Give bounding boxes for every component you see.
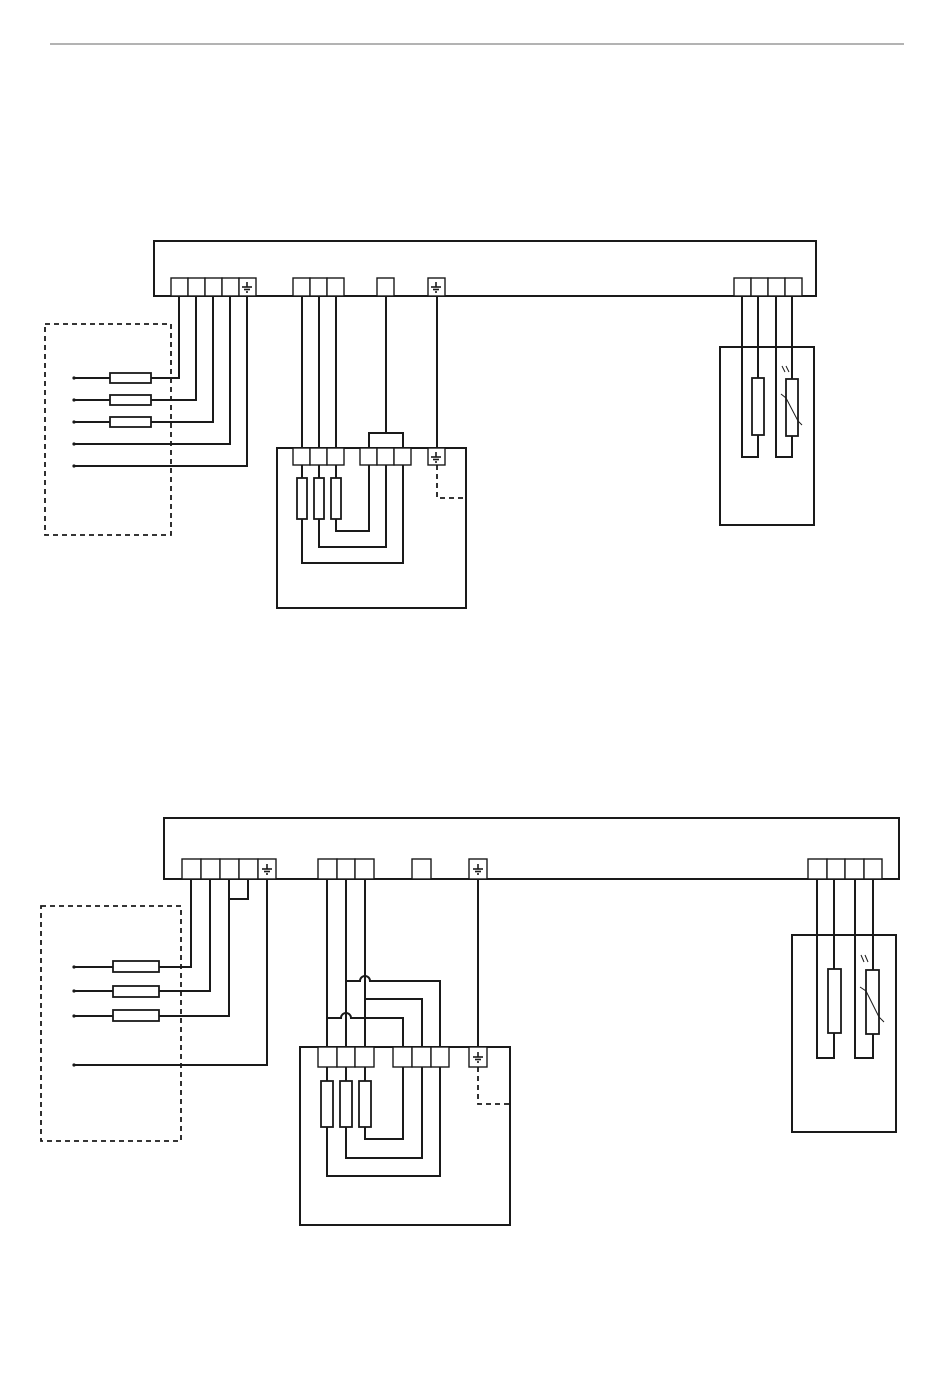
heating-element-icon	[752, 378, 764, 435]
sensor-module-box	[720, 347, 814, 525]
supply-wiring	[72, 879, 267, 1067]
heating-element-icon	[331, 478, 341, 519]
heating-element-icon	[321, 1081, 333, 1127]
mains-supply-box	[45, 324, 171, 535]
load-module-box	[300, 1047, 510, 1225]
heating-element-icon	[314, 478, 324, 519]
load-module-box	[277, 448, 466, 608]
heating-element-icon	[828, 969, 841, 1033]
diagram-lower	[41, 818, 899, 1225]
fuse-icon	[113, 961, 159, 972]
fuse-icon	[110, 373, 151, 383]
fuse-icon	[110, 395, 151, 405]
heating-element-icon	[340, 1081, 352, 1127]
sensor-module-box	[792, 935, 896, 1132]
fuse-icon	[110, 417, 151, 427]
bridge-link	[229, 879, 248, 899]
fuse-icon	[113, 986, 159, 997]
diagram-upper	[45, 241, 816, 608]
terminal-strip-supply	[182, 859, 276, 879]
fuse-icon	[113, 1010, 159, 1021]
heating-element-icon	[359, 1081, 371, 1127]
supply-wiring	[72, 296, 247, 468]
terminal-strip-supply	[171, 278, 256, 296]
mains-supply-box	[41, 906, 181, 1141]
heating-element-icon	[297, 478, 307, 519]
terminal-strip-sensor	[808, 859, 882, 879]
terminal-strip-sensor	[734, 278, 802, 296]
